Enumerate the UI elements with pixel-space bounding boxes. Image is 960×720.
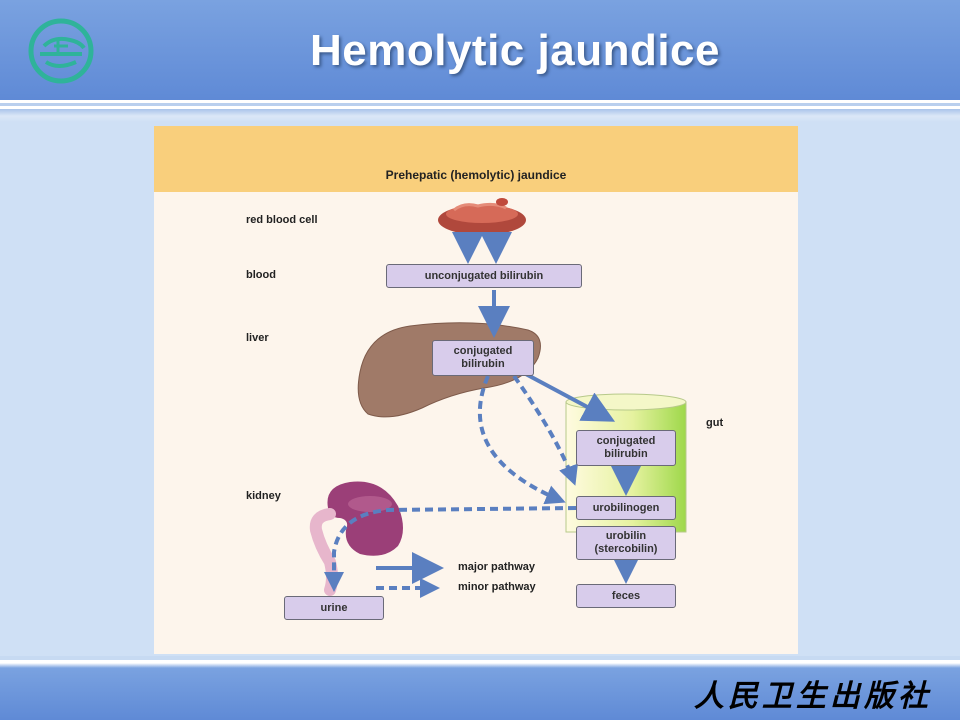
legend-minor-label: minor pathway — [458, 581, 536, 593]
label-blood: blood — [246, 269, 276, 281]
box-unconjugated-bilirubin: unconjugated bilirubin — [386, 264, 582, 288]
slide-footer — [0, 656, 960, 720]
box-feces: feces — [576, 584, 676, 608]
label-gut: gut — [706, 417, 724, 429]
box-urine: urine — [284, 596, 384, 620]
slide-title: Hemolytic jaundice — [309, 26, 720, 75]
kidney-icon — [309, 481, 403, 596]
label-liver: liver — [246, 332, 269, 344]
label-kidney: kidney — [246, 490, 281, 502]
logo-icon — [28, 18, 94, 84]
header-stripes — [0, 100, 960, 122]
diagram-title: Prehepatic (hemolytic) jaundice — [385, 168, 567, 182]
publisher-name: 人民卫生出版社 — [694, 679, 932, 714]
slide-header — [0, 0, 960, 100]
red-blood-cell-icon — [438, 198, 526, 235]
label-red-blood-cell: red blood cell — [246, 214, 318, 226]
box-urobilinogen: urobilinogen — [576, 496, 676, 520]
box-conjugated-bilirubin-liver: conjugated bilirubin — [432, 340, 534, 376]
diagram-panel: Prehepatic (hemolytic) jaundice — [154, 126, 798, 654]
box-conjugated-bilirubin-gut: conjugated bilirubin — [576, 430, 676, 466]
box-urobilin: urobilin (stercobilin) — [576, 526, 676, 560]
diagram-graphics — [309, 198, 687, 598]
legend-major-label: major pathway — [458, 561, 536, 573]
diagram-header — [154, 126, 798, 192]
